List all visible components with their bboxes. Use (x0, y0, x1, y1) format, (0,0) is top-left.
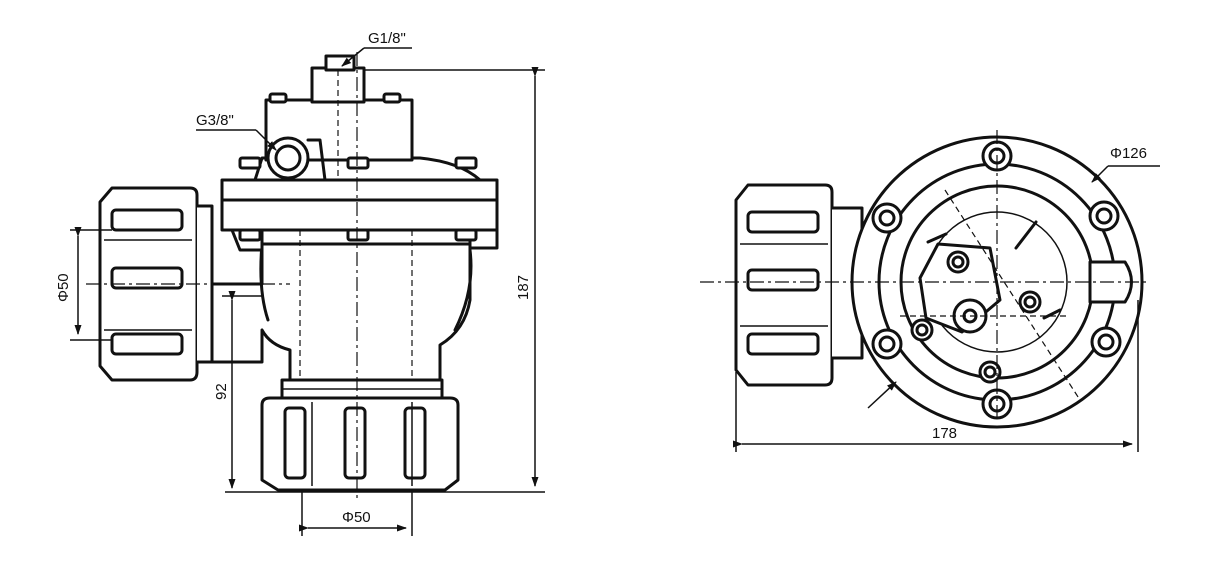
total-length-label: 178 (932, 425, 957, 442)
top-view: Φ126 178 (700, 130, 1160, 452)
front-view: G1/8" G3/8" Φ50 92 187 (55, 30, 545, 536)
side-port-callout: G3/8" (196, 112, 277, 151)
inlet-diameter-dimension: Φ50 (55, 227, 112, 341)
cover-bolts (238, 92, 478, 242)
outlet-height-label: 92 (213, 383, 230, 400)
pilot-port-label: G1/8" (368, 30, 406, 47)
inlet-diameter-label: Φ50 (55, 273, 72, 302)
top-inlet-nut (734, 183, 864, 387)
outlet-nut (260, 378, 460, 492)
total-height-label: 187 (515, 275, 532, 300)
front-centerlines (86, 52, 413, 500)
side-port-label: G3/8" (196, 112, 234, 129)
top-centerlines (700, 130, 1150, 420)
outlet-diameter-dimension: Φ50 (299, 490, 413, 536)
pilot-port-callout: G1/8" (341, 30, 412, 67)
body-diameter-callout: Φ126 (867, 145, 1160, 409)
total-length-dimension: 178 (733, 300, 1139, 452)
total-height-dimension: 187 (225, 67, 545, 493)
body-diameter-label: Φ126 (1110, 145, 1147, 162)
valve-body (210, 242, 473, 382)
outlet-height-dimension: 92 (213, 291, 262, 489)
outlet-diameter-label: Φ50 (342, 509, 371, 526)
